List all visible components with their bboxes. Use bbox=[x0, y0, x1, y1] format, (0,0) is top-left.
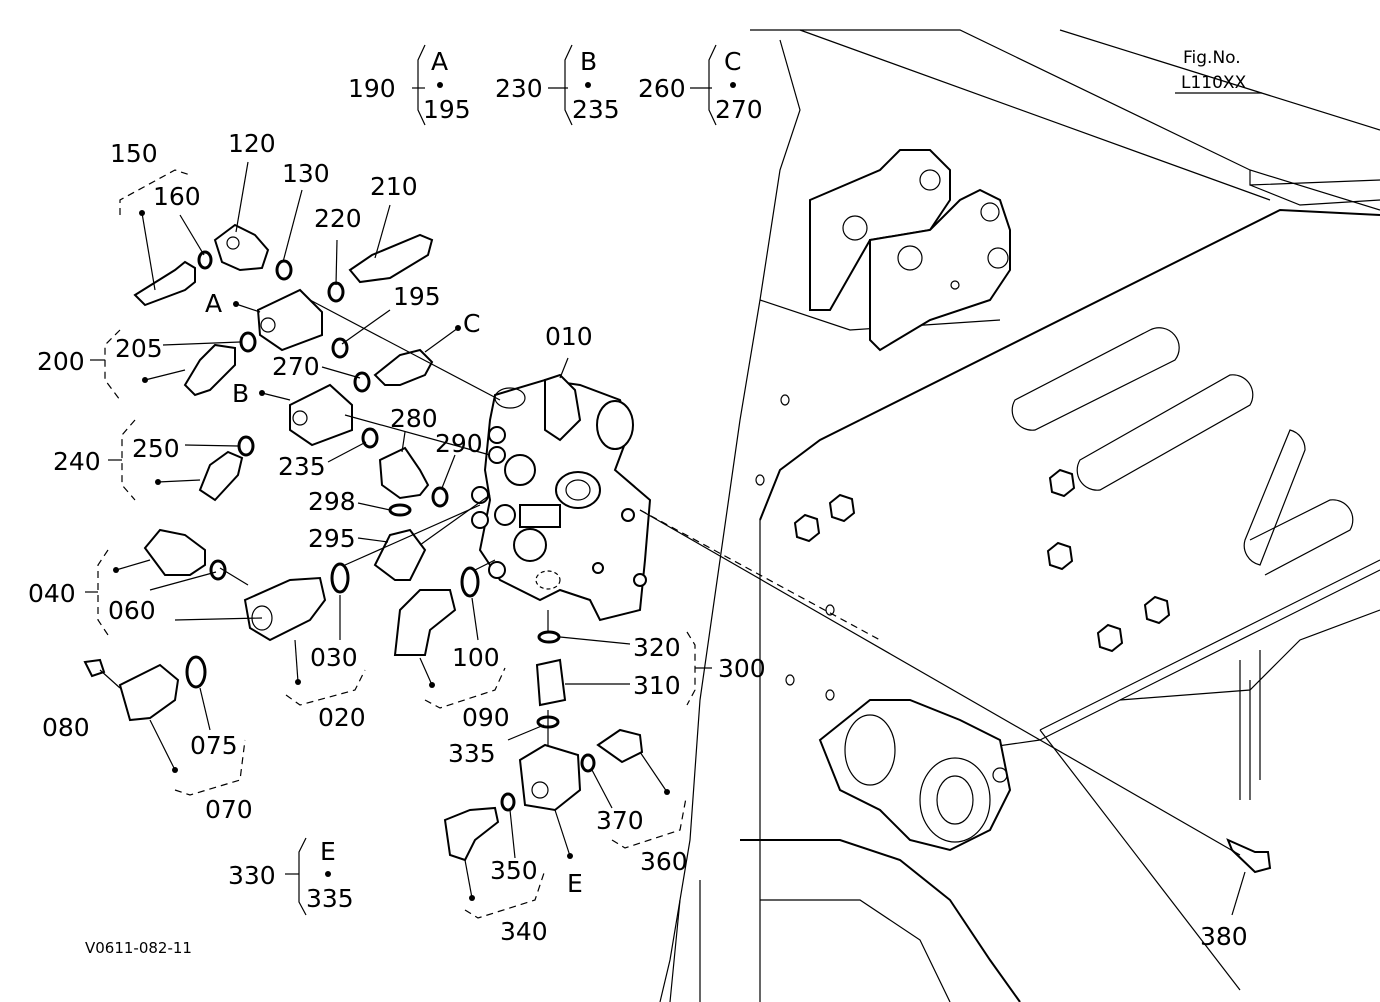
figure-number-title: Fig.No. bbox=[1183, 48, 1241, 68]
part-label: 340 bbox=[500, 917, 548, 946]
part-label: 080 bbox=[42, 713, 90, 742]
leader-lines bbox=[85, 44, 1262, 919]
control-valve-body bbox=[471, 373, 652, 622]
part-label: 235 bbox=[572, 95, 620, 124]
part-label: 330 bbox=[228, 861, 276, 890]
part-label: 020 bbox=[318, 703, 366, 732]
part-label: 270 bbox=[715, 95, 763, 124]
part-label: 200 bbox=[37, 347, 85, 376]
part-label: 290 bbox=[435, 429, 483, 458]
part-label: 295 bbox=[308, 524, 356, 553]
part-label: 335 bbox=[448, 739, 496, 768]
nut-group bbox=[793, 468, 1171, 653]
part-labels: 010 020 030 040 060 070 075 080 090 100 … bbox=[28, 74, 1248, 951]
part-label: 120 bbox=[228, 129, 276, 158]
part-label: 298 bbox=[308, 487, 356, 516]
letter-label: A bbox=[431, 47, 448, 76]
letter-label: C bbox=[724, 47, 741, 76]
part-label: 380 bbox=[1200, 922, 1248, 951]
part-label: 235 bbox=[278, 452, 326, 481]
part-label: 195 bbox=[393, 282, 441, 311]
letter-label: B bbox=[580, 47, 597, 76]
part-label: 100 bbox=[452, 643, 500, 672]
leader-dots bbox=[113, 82, 736, 901]
part-label: 260 bbox=[638, 74, 686, 103]
letter-label: B bbox=[232, 379, 249, 408]
part-label: 350 bbox=[490, 856, 538, 885]
part-label: 270 bbox=[272, 352, 320, 381]
letter-label: E bbox=[567, 869, 583, 898]
part-label: 060 bbox=[108, 596, 156, 625]
part-label: 090 bbox=[462, 703, 510, 732]
part-label: 210 bbox=[370, 172, 418, 201]
part-label: 130 bbox=[282, 159, 330, 188]
part-label: 010 bbox=[545, 322, 593, 351]
part-label: 300 bbox=[718, 654, 766, 683]
part-label: 195 bbox=[423, 95, 471, 124]
part-label: 250 bbox=[132, 434, 180, 463]
part-label: 310 bbox=[633, 671, 681, 700]
part-label: 205 bbox=[115, 334, 163, 363]
part-label: 360 bbox=[640, 847, 688, 876]
part-label: 220 bbox=[314, 204, 362, 233]
fitting-parts bbox=[83, 223, 1272, 874]
letter-label: A bbox=[205, 289, 222, 318]
figure-number: Fig.No. L110XX bbox=[1181, 48, 1247, 93]
part-label: 230 bbox=[495, 74, 543, 103]
part-label: 335 bbox=[306, 884, 354, 913]
machine-frame bbox=[659, 29, 1380, 1002]
part-label: 190 bbox=[348, 74, 396, 103]
part-label: 370 bbox=[596, 806, 644, 835]
drawing-code: V0611-082-11 bbox=[85, 939, 192, 957]
part-label: 075 bbox=[190, 731, 238, 760]
part-label: 280 bbox=[390, 404, 438, 433]
letter-label: E bbox=[320, 837, 336, 866]
figure-number-code: L110XX bbox=[1181, 73, 1247, 93]
part-label: 160 bbox=[153, 182, 201, 211]
part-label: 150 bbox=[110, 139, 158, 168]
part-label: 320 bbox=[633, 633, 681, 662]
letter-label: C bbox=[463, 309, 480, 338]
part-label: 070 bbox=[205, 795, 253, 824]
part-label: 030 bbox=[310, 643, 358, 672]
part-label: 240 bbox=[53, 447, 101, 476]
letter-labels: A B C E A B C E bbox=[205, 47, 741, 898]
part-label: 040 bbox=[28, 579, 76, 608]
